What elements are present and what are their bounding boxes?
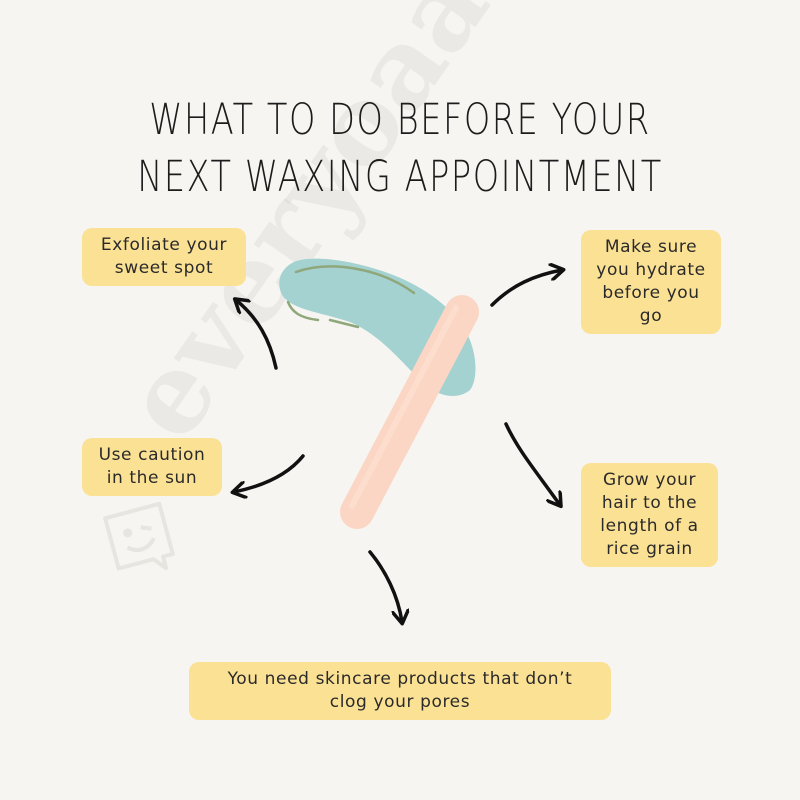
spatula-icon <box>340 295 479 529</box>
arrow-to-exfoliate <box>236 300 278 370</box>
arrow-to-sun <box>234 454 305 492</box>
page-title: WHAT TO DO BEFORE YOUR NEXT WAXING APPOI… <box>88 92 712 206</box>
title-line-2: NEXT WAXING APPOINTMENT <box>137 152 663 202</box>
arrow-to-hydrate <box>490 270 562 307</box>
arrow-to-hair-length <box>504 422 560 505</box>
tip-hydrate: Make sure you hydrate before you go <box>581 230 721 334</box>
arrow-to-skincare <box>368 550 402 622</box>
tip-hair-length: Grow your hair to the length of a rice g… <box>581 463 718 567</box>
tip-sun: Use caution in the sun <box>82 438 222 496</box>
tip-skincare: You need skincare products that don’t cl… <box>189 662 611 720</box>
tip-exfoliate: Exfoliate your sweet spot <box>82 228 246 286</box>
title-line-1: WHAT TO DO BEFORE YOUR <box>149 95 651 145</box>
